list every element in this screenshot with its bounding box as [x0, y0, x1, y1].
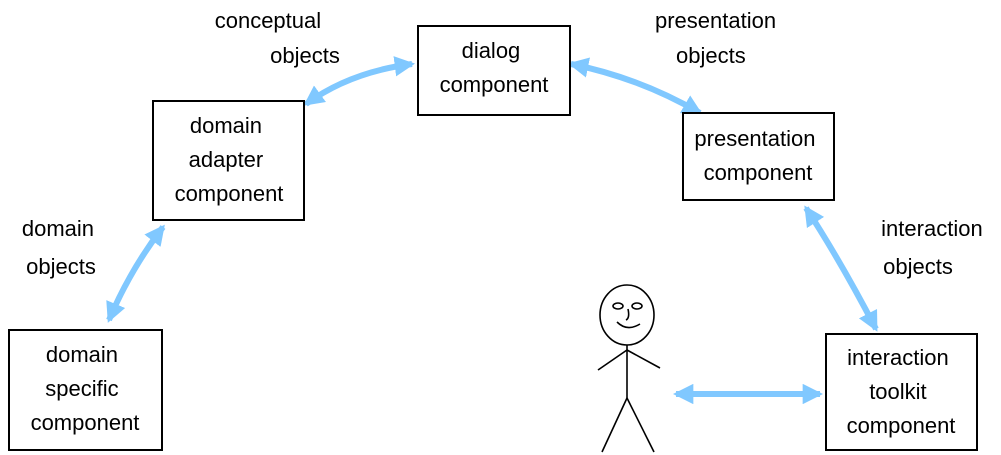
- conceptual-objects-line: conceptual: [215, 8, 321, 33]
- dialog-component-box: dialog component: [417, 25, 571, 116]
- presentation-component-line: component: [704, 160, 813, 185]
- presentation-objects-label: presentation objects: [655, 8, 782, 68]
- interaction-toolkit-component-line: interaction: [847, 345, 949, 370]
- presentation-objects-line: presentation: [655, 8, 776, 33]
- smile: [616, 321, 641, 329]
- domain-specific-component-line: specific: [45, 376, 118, 401]
- presentation-objects-line: objects: [676, 43, 746, 68]
- presentation-objects-arrow: [568, 57, 703, 116]
- conceptual-objects-arrow: [303, 56, 416, 107]
- svg-text:domain adapter com: domain adapter component: [175, 113, 284, 206]
- svg-text:domain specific co: domain specific component: [31, 342, 140, 435]
- interaction-toolkit-component-line: toolkit: [869, 379, 926, 404]
- conceptual-objects-label: conceptual objects: [215, 8, 340, 68]
- dialog-component-line: component: [440, 72, 549, 97]
- domain-objects-label: domain objects: [22, 216, 100, 279]
- interaction-objects-label: interaction objects: [881, 216, 989, 279]
- interaction-toolkit-component-box: interaction toolkit component: [825, 333, 978, 451]
- left-leg: [601, 397, 628, 453]
- interaction-objects-line: objects: [883, 254, 953, 279]
- right-arm: [626, 349, 661, 369]
- domain-adapter-component-box: domain adapter component: [152, 100, 305, 221]
- interaction-objects-arrow: [803, 205, 879, 332]
- domain-objects-line: objects: [26, 254, 96, 279]
- right-leg: [626, 397, 655, 453]
- dialog-component-line: dialog: [462, 38, 521, 63]
- left-arm: [597, 349, 628, 371]
- svg-text:presentation component: presentation component: [694, 126, 821, 185]
- user-stick-figure: [597, 284, 661, 453]
- conceptual-objects-line: objects: [270, 43, 340, 68]
- presentation-component-line: presentation: [694, 126, 815, 151]
- presentation-component-box: presentation component: [682, 112, 835, 201]
- interaction-toolkit-component-line: component: [847, 413, 956, 438]
- left-eye: [612, 302, 624, 310]
- arrows: [106, 56, 879, 405]
- interaction-objects-line: interaction: [881, 216, 983, 241]
- svg-text:dialog component: dialog component: [440, 38, 549, 97]
- head: [599, 284, 655, 346]
- domain-adapter-component-line: domain: [190, 113, 262, 138]
- domain-specific-component-line: component: [31, 410, 140, 435]
- domain-specific-component-line: domain: [46, 342, 118, 367]
- domain-adapter-component-line: component: [175, 181, 284, 206]
- domain-specific-component-box: domain specific component: [8, 329, 163, 451]
- nose: [625, 308, 630, 321]
- right-eye: [631, 302, 643, 310]
- svg-text:interaction toolkit: interaction toolkit component: [847, 345, 956, 438]
- domain-objects-line: domain: [22, 216, 94, 241]
- domain-adapter-component-line: adapter: [189, 147, 264, 172]
- domain-objects-arrow: [106, 224, 166, 323]
